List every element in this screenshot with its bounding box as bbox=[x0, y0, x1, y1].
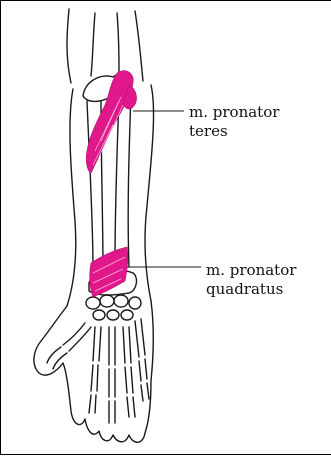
forearm-outline-right bbox=[145, 85, 154, 301]
finger-bones-little bbox=[135, 319, 149, 401]
pronator-teres-label-line2: teres bbox=[189, 122, 279, 141]
thumb-bones bbox=[47, 323, 91, 369]
carpal-bone bbox=[100, 295, 114, 307]
finger-bones-middle bbox=[109, 327, 115, 423]
finger-bones-ring bbox=[123, 327, 135, 417]
carpal-bone bbox=[86, 297, 100, 309]
upper-arm-outline-right bbox=[135, 11, 143, 81]
pronator-quadratus-label-line2: quadratus bbox=[206, 280, 296, 299]
carpal-bone bbox=[107, 310, 119, 320]
pronator-teres-label-line1: m. pronator bbox=[189, 103, 279, 122]
carpal-bone bbox=[129, 297, 141, 309]
pronator-quadratus-label: m. pronator quadratus bbox=[206, 261, 296, 299]
carpal-bone bbox=[121, 310, 133, 320]
pronator-teres-label: m. pronator teres bbox=[189, 103, 279, 141]
humerus-bone bbox=[91, 13, 119, 76]
upper-arm-outline bbox=[67, 9, 71, 83]
finger-bones-index bbox=[89, 327, 101, 413]
carpal-bone bbox=[114, 295, 128, 307]
forearm-outline-left bbox=[67, 89, 76, 306]
carpal-bone bbox=[93, 310, 105, 320]
pronator-quadratus-label-line1: m. pronator bbox=[206, 261, 296, 280]
